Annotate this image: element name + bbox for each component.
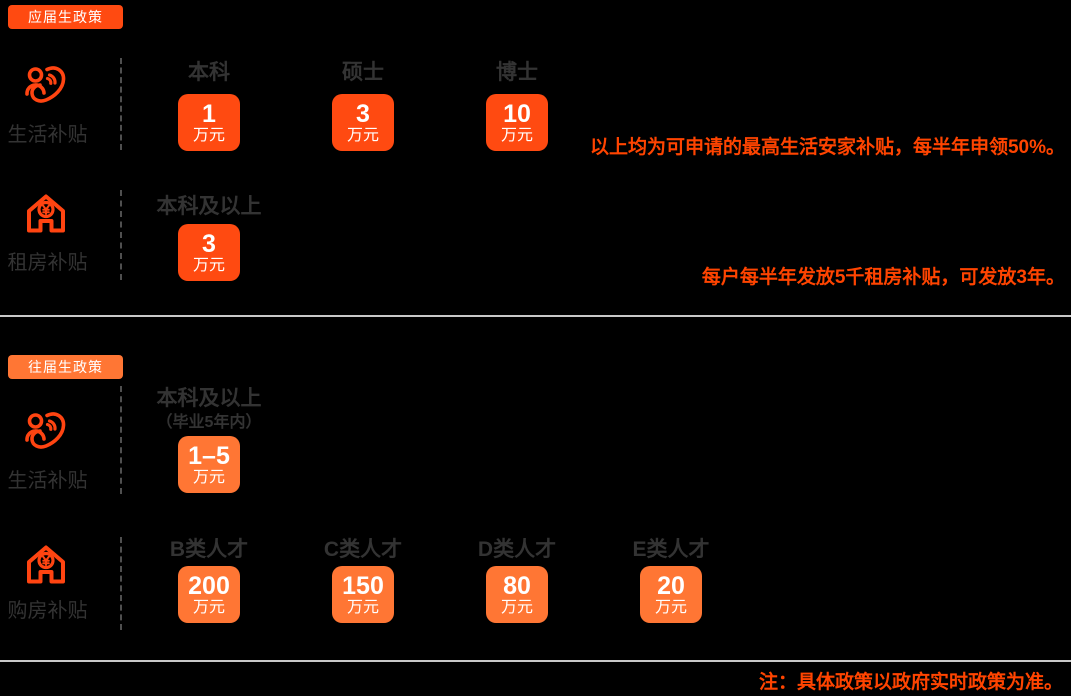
value-unit: 万元 bbox=[654, 598, 687, 616]
value-amount: 3 bbox=[202, 229, 216, 258]
degree-header-bachelor: 本科 bbox=[188, 61, 230, 84]
value-box-living-prev: 1–5 万元 bbox=[178, 436, 240, 493]
degree-header-bachelor-above: 本科及以上 bbox=[156, 195, 262, 218]
value-box-talent-c: 150 万元 bbox=[332, 566, 394, 623]
house-yuan-icon bbox=[22, 541, 70, 589]
rent-subsidy-label: 租房补贴 bbox=[7, 252, 88, 274]
value-unit: 万元 bbox=[346, 598, 379, 616]
degree-header-phd: 博士 bbox=[496, 61, 538, 84]
living-subsidy-label: 生活补贴 bbox=[7, 124, 88, 146]
talent-header-d: D类人才 bbox=[477, 538, 557, 561]
section-divider bbox=[0, 315, 1071, 317]
value-box-phd: 10 万元 bbox=[486, 94, 548, 151]
value-box-talent-b: 200 万元 bbox=[178, 566, 240, 623]
dashed-separator bbox=[120, 537, 122, 630]
degree-subheader-within-5-years: （毕业5年内） bbox=[156, 414, 262, 431]
value-unit: 万元 bbox=[192, 256, 225, 274]
value-amount: 1 bbox=[202, 99, 216, 128]
value-unit: 万元 bbox=[192, 126, 225, 144]
value-box-talent-d: 80 万元 bbox=[486, 566, 548, 623]
value-box-talent-e: 20 万元 bbox=[640, 566, 702, 623]
value-amount: 1–5 bbox=[188, 441, 230, 470]
value-amount: 150 bbox=[342, 571, 384, 600]
previous-graduate-policy-badge: 往届生政策 bbox=[8, 355, 123, 379]
value-unit: 万元 bbox=[346, 126, 379, 144]
degree-header-master: 硕士 bbox=[342, 61, 384, 84]
value-unit: 万元 bbox=[500, 598, 533, 616]
value-box-master: 3 万元 bbox=[332, 94, 394, 151]
house-yuan-icon bbox=[22, 190, 70, 238]
footer-disclaimer: 注：具体政策以政府实时政策为准。 bbox=[758, 672, 1063, 693]
degree-header-bachelor-above: 本科及以上 bbox=[156, 387, 262, 410]
value-amount: 10 bbox=[503, 99, 531, 128]
value-box-bachelor: 1 万元 bbox=[178, 94, 240, 151]
value-amount: 20 bbox=[657, 571, 685, 600]
value-amount: 200 bbox=[188, 571, 230, 600]
living-subsidy-note: 以上均为可申请的最高生活安家补贴，每半年申领50%。 bbox=[589, 137, 1065, 158]
value-box-rent: 3 万元 bbox=[178, 224, 240, 281]
care-people-icon bbox=[22, 62, 70, 110]
value-amount: 80 bbox=[503, 571, 531, 600]
footer-divider bbox=[0, 660, 1071, 662]
value-unit: 万元 bbox=[192, 598, 225, 616]
dashed-separator bbox=[120, 386, 122, 494]
value-amount: 3 bbox=[356, 99, 370, 128]
dashed-separator bbox=[120, 190, 122, 280]
dashed-separator bbox=[120, 58, 122, 150]
purchase-subsidy-label: 购房补贴 bbox=[7, 600, 88, 622]
talent-header-e: E类人才 bbox=[632, 538, 710, 561]
talent-header-c: C类人才 bbox=[323, 538, 403, 561]
talent-header-b: B类人才 bbox=[169, 538, 249, 561]
value-unit: 万元 bbox=[192, 468, 225, 486]
rent-subsidy-note: 每户每半年发放5千租房补贴，可发放3年。 bbox=[701, 267, 1065, 288]
care-people-icon bbox=[22, 408, 70, 456]
fresh-graduate-policy-badge: 应届生政策 bbox=[8, 5, 123, 29]
value-unit: 万元 bbox=[500, 126, 533, 144]
living-subsidy-label: 生活补贴 bbox=[7, 470, 88, 492]
